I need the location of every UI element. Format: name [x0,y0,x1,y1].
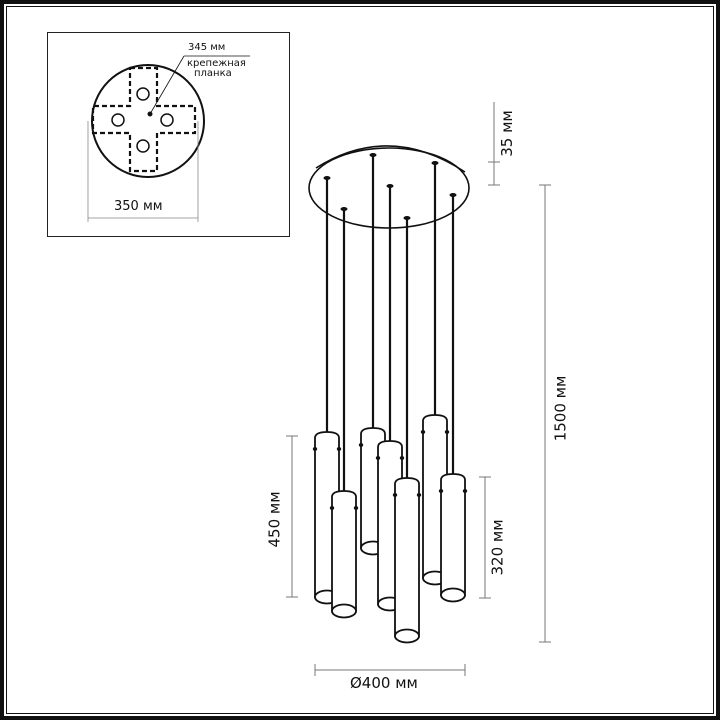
canopy-top-view-inset [47,32,290,237]
long-shade-dimension [286,435,298,598]
diameter-label: Ø400 мм [350,674,418,692]
pendant-tube [438,473,468,603]
pendant-cable [403,216,411,478]
inner-frame [6,6,714,714]
pendant-cable [386,184,394,441]
pendant-cable [323,176,331,432]
pendant-cable [369,153,377,428]
canopy-height-label: 35 мм [497,110,516,157]
canopy-width-label: 350 мм [114,199,163,214]
total-height-label: 1500 мм [551,375,570,442]
pendant-tube [392,477,422,644]
total-height-dimension [539,184,551,643]
pendant-lights [312,153,468,644]
pendant-cable [449,193,457,474]
short-shade-label: 320 мм [488,519,507,576]
diameter-dimension [314,664,466,676]
canopy-height-dimension [488,102,500,186]
canopy-top-view [87,55,250,222]
plate-size-label: 345 мм [188,42,226,53]
bracket-label-line2: планка [194,68,232,79]
pendant-cable [340,207,348,491]
pendant-tube [329,490,359,619]
pendant-cable [431,161,439,415]
bracket-label-line1: крепежная [187,58,246,69]
long-shade-label: 450 мм [265,491,284,548]
short-shade-dimension [479,476,491,599]
